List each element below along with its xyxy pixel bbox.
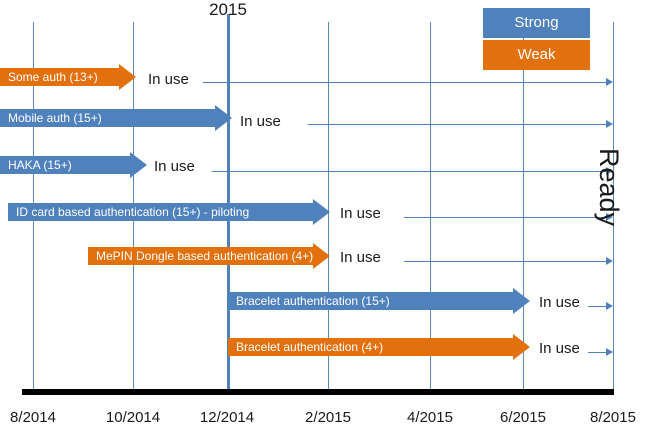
status-label-in-use: In use (240, 113, 281, 130)
bar-arrow-head-icon (313, 243, 330, 269)
connector-arrow-tip-icon (606, 257, 613, 265)
bar-arrow-head-icon (119, 64, 136, 90)
legend-item-strong[interactable]: Strong (483, 8, 590, 38)
continuation-arrow-icon (212, 166, 613, 177)
status-label-in-use: In use (340, 249, 381, 266)
gridline-12-2014 (227, 14, 230, 389)
connector-arrow-tip-icon (606, 348, 613, 356)
bar-arrow-head-icon (313, 199, 330, 225)
bar-arrow-head-icon (513, 334, 530, 360)
connector-arrow-tip-icon (606, 78, 613, 86)
continuation-arrow-icon (203, 77, 613, 88)
bar-shaft (0, 109, 215, 127)
ready-label: Ready (594, 148, 624, 227)
bar-label: Bracelet authentication (4+) (236, 340, 384, 354)
connector-line (404, 261, 607, 262)
status-label-in-use: In use (539, 340, 580, 357)
gridline-8-2015 (613, 22, 614, 389)
axis-tick-12-2014: 12/2014 (199, 409, 255, 426)
bar-shaft (88, 247, 313, 265)
bar-label: HAKA (15+) (8, 158, 72, 172)
timeline-bar[interactable]: ID card based authentication (15+) - pil… (8, 199, 330, 225)
continuation-arrow-icon (308, 119, 613, 130)
timeline-bar[interactable]: Mobile auth (15+) (0, 105, 232, 131)
continuation-arrow-icon (588, 347, 613, 358)
axis-tick-8-2015: 8/2015 (590, 409, 636, 426)
bar-arrow-head-icon (513, 288, 530, 314)
timeline-bar[interactable]: Bracelet authentication (15+) (228, 288, 530, 314)
bar-shaft (228, 292, 513, 310)
connector-line (588, 306, 607, 307)
bar-label: Bracelet authentication (15+) (236, 294, 390, 308)
timeline-bar[interactable]: MePIN Dongle based authentication (4+) (88, 243, 330, 269)
bar-shaft (0, 68, 119, 86)
connector-arrow-tip-icon (606, 302, 613, 310)
axis-tick-10-2014: 10/2014 (105, 409, 161, 426)
continuation-arrow-icon (404, 212, 613, 223)
bar-shaft (8, 203, 313, 221)
axis-tick-4-2015: 4/2015 (407, 409, 453, 426)
gridline-4-2015 (430, 22, 431, 389)
connector-arrow-tip-icon (606, 213, 613, 221)
year-marker-label: 2015 (209, 0, 247, 19)
continuation-arrow-icon (588, 301, 613, 312)
status-label-in-use: In use (154, 158, 195, 175)
connector-arrow-tip-icon (606, 167, 613, 175)
timeline-bar[interactable]: Bracelet authentication (4+) (228, 334, 530, 360)
bar-label: Some auth (13+) (8, 70, 98, 84)
connector-line (203, 82, 607, 83)
connector-line (588, 352, 607, 353)
connector-line (308, 124, 607, 125)
bar-shaft (228, 338, 513, 356)
axis-tick-2-2015: 2/2015 (305, 409, 351, 426)
legend-item-weak[interactable]: Weak (483, 40, 590, 70)
connector-line (404, 217, 607, 218)
continuation-arrow-icon (404, 256, 613, 267)
bar-arrow-head-icon (130, 152, 147, 178)
connector-line (212, 171, 607, 172)
connector-arrow-tip-icon (606, 120, 613, 128)
status-label-in-use: In use (148, 71, 189, 88)
axis-tick-8-2014: 8/2014 (10, 409, 56, 426)
bar-shaft (0, 156, 130, 174)
timeline-bar[interactable]: Some auth (13+) (0, 64, 136, 90)
bar-label: MePIN Dongle based authentication (4+) (96, 249, 314, 263)
gridline-6-2015 (523, 22, 524, 389)
x-axis-line (22, 389, 614, 395)
bar-label: ID card based authentication (15+) - pil… (16, 205, 250, 219)
bar-arrow-head-icon (215, 105, 232, 131)
timeline-bar[interactable]: HAKA (15+) (0, 152, 147, 178)
bar-label: Mobile auth (15+) (8, 111, 102, 125)
axis-tick-6-2015: 6/2015 (500, 409, 546, 426)
status-label-in-use: In use (539, 294, 580, 311)
status-label-in-use: In use (340, 205, 381, 222)
